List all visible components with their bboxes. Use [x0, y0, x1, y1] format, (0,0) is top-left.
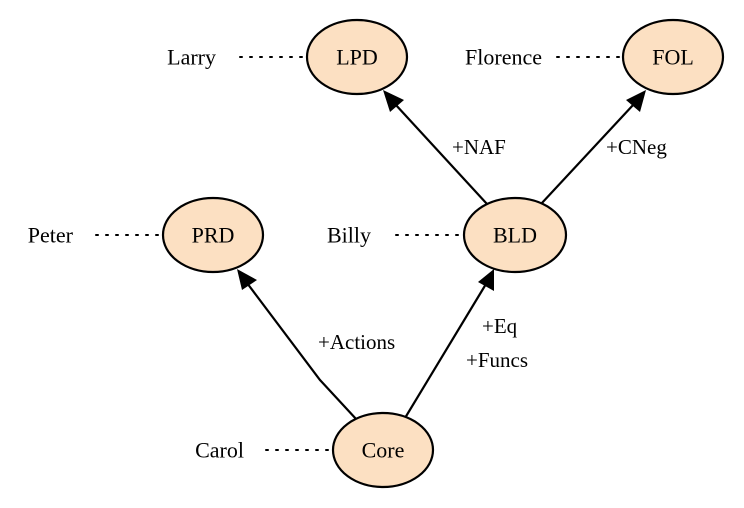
owner-label-florence: Florence	[465, 45, 542, 70]
edge-bld-to-fol	[540, 90, 646, 205]
svg-text:FOL: FOL	[652, 45, 694, 70]
node-fol[interactable]: FOL	[621, 18, 725, 96]
edge-label-naf: +NAF	[452, 135, 506, 159]
edge-core-to-bld	[404, 269, 494, 419]
owner-label-billy: Billy	[327, 223, 371, 248]
node-prd[interactable]: PRD	[161, 196, 265, 274]
owner-label-larry: Larry	[167, 45, 216, 70]
node-lpd[interactable]: LPD	[305, 18, 409, 96]
arrowhead-icon	[237, 269, 257, 290]
edge-label-actions: +Actions	[318, 330, 395, 354]
arrowhead-icon	[383, 90, 404, 112]
svg-text:Core: Core	[362, 438, 405, 463]
svg-text:BLD: BLD	[493, 223, 537, 248]
edge-label-cneg: +CNeg	[606, 135, 667, 159]
svg-text:LPD: LPD	[336, 45, 378, 70]
owner-label-peter: Peter	[28, 223, 74, 248]
node-bld[interactable]: BLD	[462, 196, 568, 274]
arrowhead-icon	[478, 269, 494, 291]
edge-core-to-prd	[237, 269, 358, 421]
arrowhead-icon	[626, 90, 646, 112]
edge-label-eq: +Eq	[482, 314, 518, 338]
edge-bld-to-lpd	[383, 90, 488, 205]
owner-label-carol: Carol	[195, 438, 244, 463]
node-core[interactable]: Core	[331, 411, 435, 489]
svg-text:PRD: PRD	[192, 223, 235, 248]
edge-label-funcs: +Funcs	[466, 348, 528, 372]
